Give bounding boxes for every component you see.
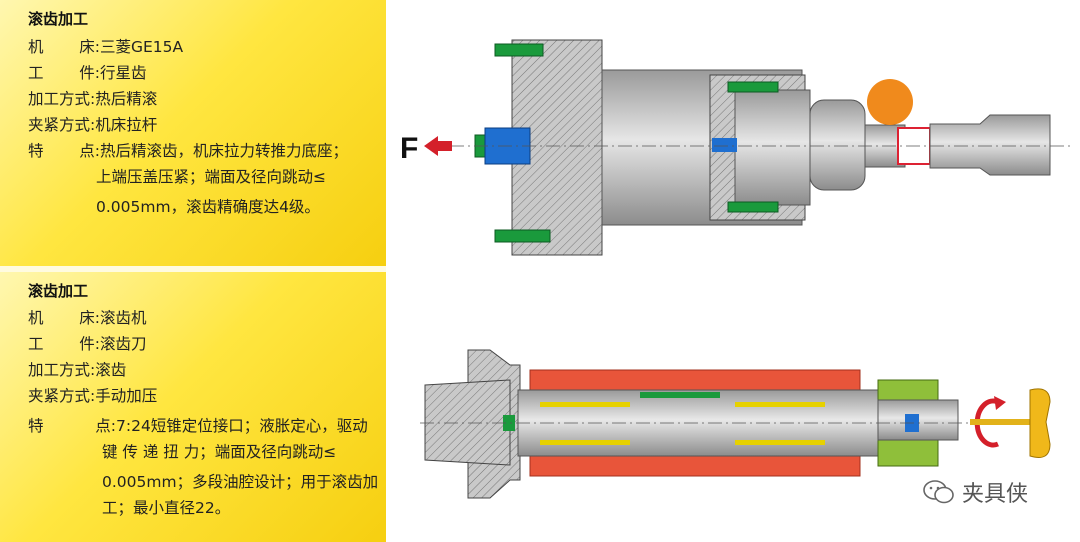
label-char: 件: <box>79 64 100 82</box>
inner-piston <box>734 89 811 206</box>
oil-channel <box>735 440 825 445</box>
feature-line: 工；最小直径22。 <box>102 499 231 517</box>
spec-panel-1: 滚齿加工 机 床:三菱GE15A 工 件:行星齿 加工方式:热后精滚 夹紧方式:机床… <box>0 0 386 266</box>
label-char: 床: <box>79 38 100 56</box>
label-char: 机 <box>28 38 44 56</box>
wechat-icon <box>923 480 954 504</box>
feature-row: 特 点:热后精滚齿，机床拉力转推力底座； <box>28 138 348 164</box>
bolt <box>727 201 779 213</box>
label-char: 机 <box>28 309 44 327</box>
method-value: 滚齿 <box>95 361 127 379</box>
feature-line: 上端压盖压紧；端面及径向跳动≤ <box>96 168 326 186</box>
fixture-diagram-2 <box>420 349 1051 499</box>
workpiece-row: 工 件:行星齿 <box>28 60 147 86</box>
feature-line: 7:24短锥定位接口；液胀定心，驱动 <box>116 417 368 435</box>
clamp-label: 夹紧方式: <box>28 116 96 134</box>
clamp-label: 夹紧方式: <box>28 387 96 405</box>
force-label: F <box>400 132 418 165</box>
label-char: 工 <box>28 64 44 82</box>
spec-panel-2: 滚齿加工 机 床:滚齿机 工 件:滚齿刀 加工方式:滚齿 夹紧方式:手动加压 特 点:… <box>0 272 386 542</box>
feature-line: 0.005mm，滚齿精确度达4级。 <box>96 198 320 216</box>
method-row: 加工方式:热后精滚 <box>28 86 157 112</box>
method-label: 加工方式: <box>28 90 96 108</box>
collet-end <box>929 114 1051 176</box>
method-label: 加工方式: <box>28 361 96 379</box>
method-value: 热后精滚 <box>95 90 158 108</box>
bolt <box>727 81 779 93</box>
label-char: 件: <box>79 335 100 353</box>
label-char: 工 <box>28 335 44 353</box>
green-pin <box>503 415 515 431</box>
workpiece-ball <box>867 79 913 125</box>
blue-pin <box>712 138 737 152</box>
watermark-text: 夹具侠 <box>962 482 1029 507</box>
panel-title: 滚齿加工 <box>28 282 89 300</box>
watermark: 夹具侠 <box>922 476 1028 508</box>
label-char: 点: <box>79 142 100 160</box>
drive-key <box>640 392 720 398</box>
nose <box>809 99 866 191</box>
oil-channel <box>540 402 630 407</box>
feature-line: 热后精滚齿，机床拉力转推力底座； <box>100 142 349 160</box>
clamp-row: 夹紧方式:机床拉杆 <box>28 112 157 138</box>
workpiece-row: 工 件:滚齿刀 <box>28 331 147 357</box>
workpiece-value: 滚齿刀 <box>100 335 147 353</box>
workpiece-value: 行星齿 <box>100 64 147 82</box>
oil-channel <box>540 440 630 445</box>
method-row: 加工方式:滚齿 <box>28 357 126 383</box>
label-char: 点: <box>95 417 116 435</box>
machine-value: 三菱GE15A <box>100 38 184 56</box>
clamp-row: 夹紧方式:手动加压 <box>28 383 157 409</box>
fixture-diagram-1: F <box>400 39 1070 256</box>
divider <box>0 266 386 272</box>
handle-rod <box>970 419 1030 425</box>
feature-line: 键 传 递 扭 力；端面及径向跳动≤ <box>102 443 337 461</box>
arrow-head <box>994 396 1006 410</box>
machine-row: 机 床:三菱GE15A <box>28 34 183 60</box>
feature-row: 特 点:7:24短锥定位接口；液胀定心，驱动 <box>28 413 368 439</box>
force-arrow-icon <box>424 136 452 156</box>
label-char: 特 <box>28 142 44 160</box>
label-char: 床: <box>79 309 100 327</box>
panel-title: 滚齿加工 <box>28 10 89 28</box>
oil-channel <box>735 402 825 407</box>
clamp-value: 手动加压 <box>95 387 158 405</box>
handle-knob <box>1029 388 1051 458</box>
clamp-value: 机床拉杆 <box>95 116 158 134</box>
bolt <box>494 43 544 57</box>
feature-line: 0.005mm；多段油腔设计；用于滚齿加 <box>102 473 379 491</box>
bolt <box>494 229 551 243</box>
label-char: 特 <box>28 417 44 435</box>
machine-row: 机 床:滚齿机 <box>28 305 147 331</box>
taper-shank <box>424 379 511 466</box>
machine-value: 滚齿机 <box>100 309 147 327</box>
